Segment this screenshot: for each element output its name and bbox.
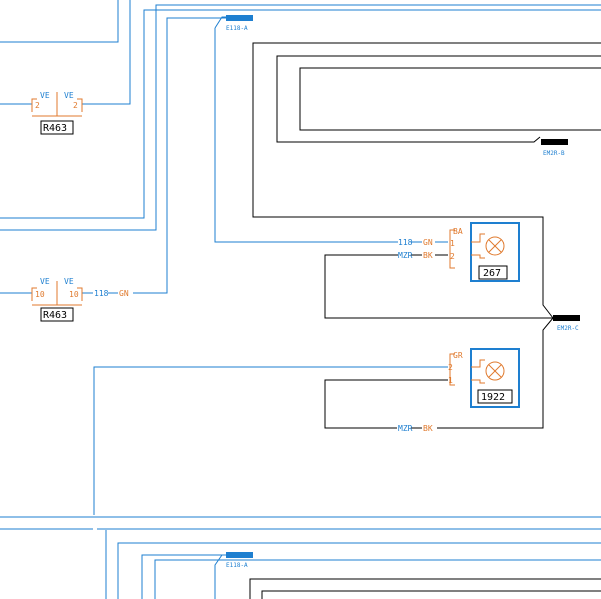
wire-mzr-upper-code: MZR — [398, 251, 413, 260]
wire-118-upper-color: GN — [423, 238, 433, 247]
wire-bottom-black-b — [261, 590, 601, 599]
r463-bot-pin-right: 10 — [69, 290, 79, 299]
wire-bottom-box-d — [154, 559, 601, 599]
wire-mzr-lower — [324, 379, 448, 429]
splice-bar-right — [553, 315, 580, 321]
r463-bot-label-left: VE — [40, 277, 50, 286]
component-267: BA 1 2 267 — [449, 222, 520, 282]
r463-top-label-left: VE — [40, 91, 50, 100]
c267-color: BA — [453, 227, 463, 236]
wire-nested-b — [0, 4, 601, 231]
r463-bot-pin-left: 10 — [35, 290, 45, 299]
r463-bot-bracket — [31, 287, 83, 301]
black-wires — [249, 42, 601, 599]
wire-bottom-black — [249, 578, 601, 599]
splice-bar-top — [226, 15, 253, 21]
c1922-ref-box — [477, 389, 513, 404]
c1922-color: GR — [453, 351, 463, 360]
lamp-icon — [471, 359, 505, 384]
splice-label-mid: EM2R-B — [543, 150, 565, 157]
component-1922: GR 2 1 1922 — [448, 348, 520, 408]
r463-bot-ref: R463 — [43, 310, 67, 321]
wire-118-lower-up — [133, 17, 226, 294]
wire-118-lower-code: 118 — [94, 289, 109, 298]
r463-top-label-right: VE — [64, 91, 74, 100]
wire-118-upper-code: 118 — [398, 238, 413, 247]
wire-bottom-box-c — [141, 554, 226, 599]
r463-top-pin-right: 2 — [73, 101, 78, 110]
r463-top-bracket — [31, 98, 83, 112]
wire-mzr-upper-color: BK — [423, 251, 433, 260]
splice-bar-bottom — [226, 552, 253, 558]
wire-mzr-upper — [324, 254, 553, 319]
wire-bottom-box-b — [117, 542, 601, 599]
wire-black-inner — [299, 67, 601, 131]
c267-bracket — [449, 229, 455, 269]
r463-top-ref-box — [40, 120, 74, 135]
connector-r463-top: VE VE 2 2 R463 — [31, 91, 83, 135]
wire-black-outer — [252, 42, 601, 319]
c267-ref: 267 — [483, 268, 501, 279]
r463-top-ref: R463 — [43, 123, 67, 134]
wire-118-lower-color: GN — [119, 289, 129, 298]
wire-mzr-lower-code: MZR — [398, 424, 413, 433]
c267-pin2: 2 — [450, 252, 455, 261]
connector-r463-bottom: VE VE 10 10 R463 — [31, 277, 83, 322]
wire-topleft-box — [0, 0, 119, 43]
c1922-pin1: 2 — [448, 363, 453, 372]
c267-ref-box — [478, 265, 508, 280]
wire-black-mid — [276, 55, 601, 143]
wire-118-upper — [214, 28, 398, 243]
wire-1922-loop — [93, 366, 448, 515]
splice-bar-mid — [541, 139, 568, 145]
c1922-bracket — [449, 353, 455, 386]
c1922-pin2: 1 — [448, 376, 453, 385]
wire-r463-top-out — [82, 0, 131, 105]
lamp-icon — [471, 233, 505, 259]
wire-splice-top-head — [214, 16, 226, 29]
r463-bot-ref-box — [40, 307, 74, 322]
wire-bottom-splice — [214, 554, 226, 599]
r463-top-pin-left: 2 — [35, 101, 40, 110]
wire-nested-a — [0, 9, 601, 219]
wire-mzr-lower-color: BK — [423, 424, 433, 433]
c1922-ref: 1922 — [481, 392, 505, 403]
splice-label-right: EM2R-C — [557, 325, 579, 332]
splice-label-bottom: E118-A — [226, 562, 248, 569]
splice-label-top: E118-A — [226, 25, 248, 32]
wire-splice-right — [437, 317, 554, 429]
r463-bot-label-right: VE — [64, 277, 74, 286]
c267-pin1: 1 — [450, 239, 455, 248]
